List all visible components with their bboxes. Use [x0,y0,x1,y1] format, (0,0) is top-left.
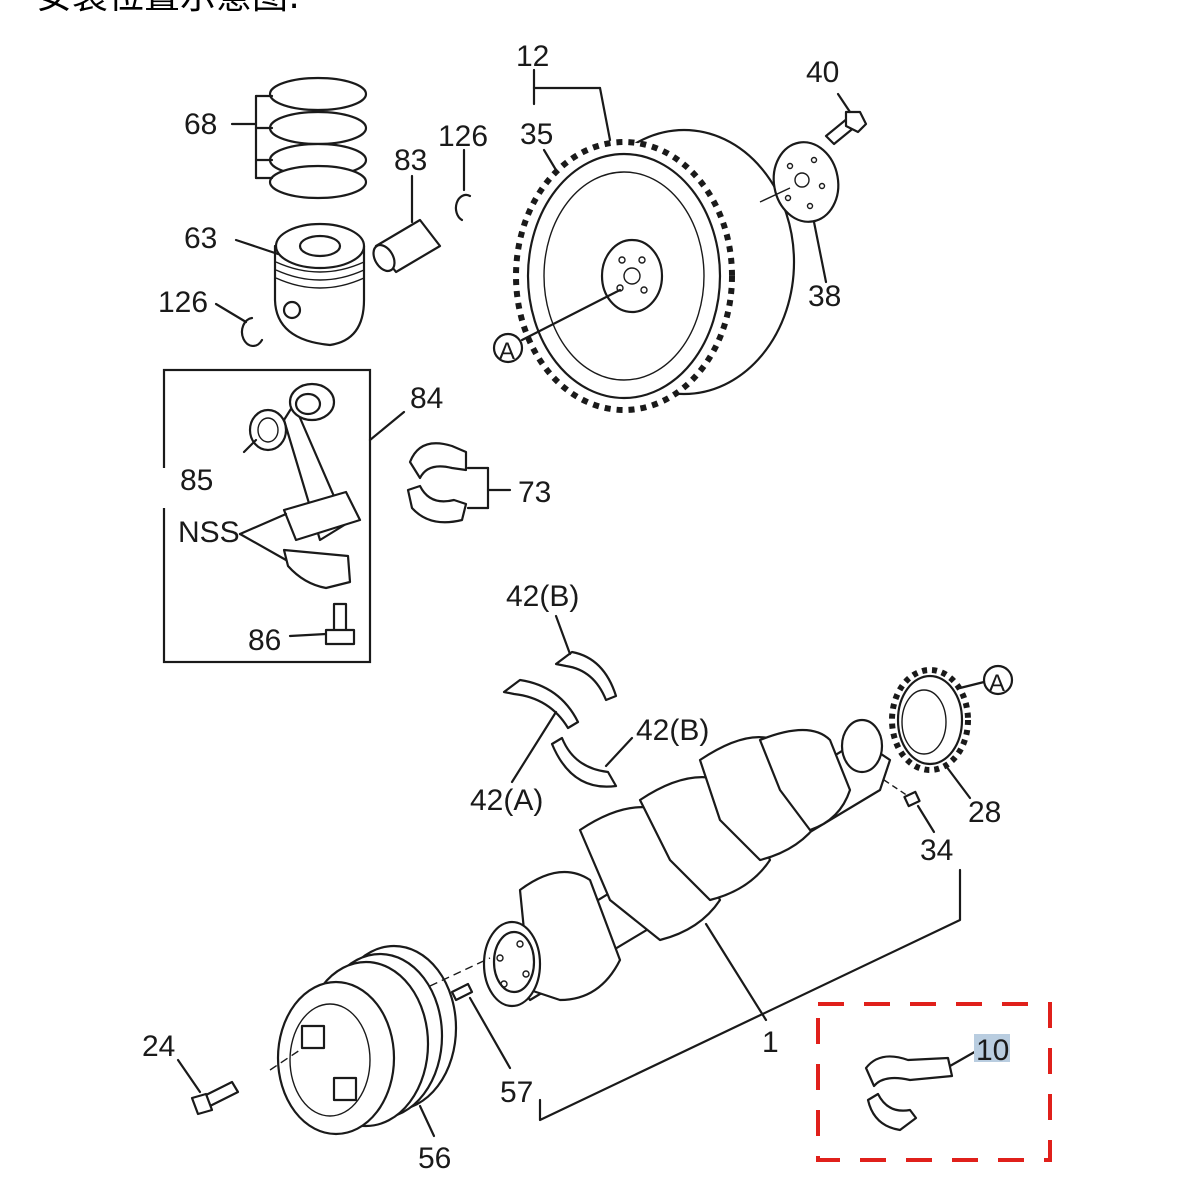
piston-rings [268,76,368,200]
callout-86: 86 [248,624,281,657]
leader-56 [418,1104,436,1138]
callout-24: 24 [142,1030,175,1063]
leader-86 [288,632,328,638]
callout-10-highlight [974,1034,1010,1062]
leader-42a [510,710,558,784]
callout-42a: 42(A) [470,784,543,817]
leader-34 [916,804,936,834]
callout-84: 84 [410,382,443,415]
leader-A-flywheel [520,288,622,342]
reference-A-flywheel [492,332,524,364]
callout-73: 73 [518,476,551,509]
thrust-washers [502,650,618,788]
rod-cap [282,548,352,590]
callout-35: 35 [520,118,553,151]
axis-line-dowel [883,779,909,797]
leader-12 [532,68,612,142]
frame-gap [158,468,172,508]
callout-68: 68 [184,108,217,141]
main-bearing-shells [864,1055,954,1132]
flywheel-bolt [824,110,868,146]
flywheel-plate [772,141,840,223]
leader-24 [176,1058,202,1094]
leader-85 [242,438,258,454]
callout-A-gear: A [989,670,1005,697]
callout-12: 12 [516,40,549,73]
callout-28: 28 [968,796,1001,829]
leader-1 [538,868,962,1122]
callout-126-upper: 126 [438,120,488,153]
leader-63 [234,238,280,256]
connecting-rod-kit-frame [162,368,372,664]
crank-dowel [903,790,921,808]
leader-38 [812,220,828,284]
callout-38: 38 [808,280,841,313]
flywheel [513,128,796,413]
leader-42b-lower [604,736,634,768]
axis-line-plate [759,187,791,203]
leader-73 [466,466,512,510]
callout-1: 1 [762,1026,779,1059]
leader-42b-upper [554,614,572,656]
highlight-frame [816,1002,1052,1162]
crankshaft [482,718,892,1008]
leader-35 [542,148,558,172]
axis-line-bolt [269,1049,301,1071]
callout-10: 10 [976,1034,1009,1067]
connecting-rod [282,382,362,542]
leader-40 [836,92,852,114]
callout-57: 57 [500,1076,533,1109]
piston [273,222,366,347]
leader-NSS [238,512,288,562]
callout-56: 56 [418,1142,451,1175]
axis-line-crank [429,957,491,987]
callout-83: 83 [394,144,427,177]
snap-ring-lower [240,316,264,348]
callout-42b-upper: 42(B) [506,580,579,613]
diagram-caption: 安装位置示意图: [36,0,300,17]
callout-63: 63 [184,222,217,255]
piston-pin [372,218,442,274]
reference-A-gear [982,664,1014,696]
small-end-bushing [248,408,288,452]
callout-A-flywheel: A [499,338,515,365]
snap-ring-upper [454,193,472,222]
rod-bearing-shells [406,442,468,524]
callout-85: 85 [180,464,213,497]
crank-pulley [276,944,458,1136]
crankshaft-gear [889,667,971,773]
leader-57 [468,996,512,1070]
leader-84 [368,410,406,442]
leader-126b [214,302,248,324]
leader-10 [948,1048,980,1068]
rod-bolt [324,602,356,646]
callout-126-lower: 126 [158,286,208,319]
callout-NSS: NSS [178,516,240,549]
leader-68 [230,94,274,180]
pulley-bolt [190,1080,240,1116]
callout-40: 40 [806,56,839,89]
callout-34: 34 [920,834,953,867]
leader-A-gear [958,680,986,690]
callout-42b-lower: 42(B) [636,714,709,747]
leader-28 [944,764,972,800]
pulley-pin [450,982,474,1002]
